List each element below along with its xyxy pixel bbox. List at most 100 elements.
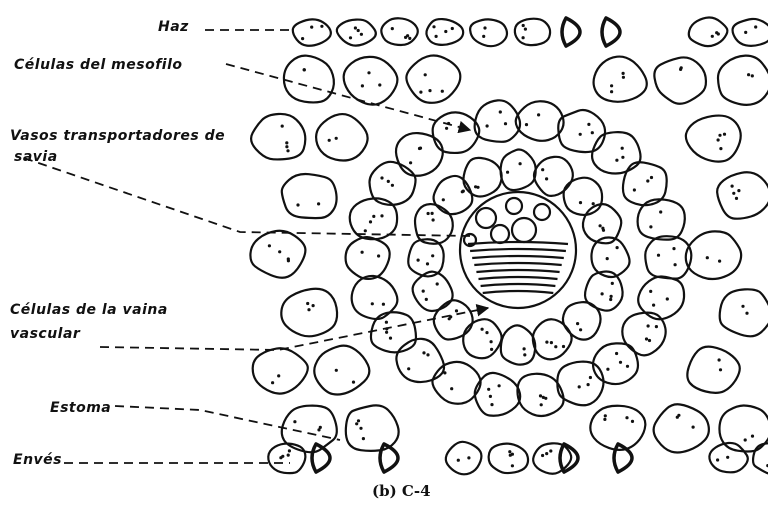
chloroplast-dot	[522, 36, 525, 39]
chloroplast-dot	[320, 25, 323, 28]
chloroplast-dot	[499, 110, 502, 113]
mesophyll-cell	[516, 101, 564, 141]
guard-cell	[312, 444, 330, 472]
chloroplast-dot	[745, 312, 748, 315]
chloroplast-dot	[680, 66, 683, 69]
mesophyll-cell	[654, 404, 709, 452]
chloroplast-dot	[287, 257, 290, 260]
chloroplast-dot	[481, 328, 484, 331]
guard-cell	[562, 18, 580, 46]
chloroplast-dot	[545, 177, 548, 180]
mesophyll-cell	[406, 55, 460, 102]
chloroplast-dot	[296, 203, 299, 206]
label-haz: Haz	[158, 19, 189, 35]
chloroplast-dot	[483, 26, 486, 29]
bundle-sheath-cell	[501, 325, 535, 364]
chloroplast-dot	[377, 254, 380, 257]
mesophyll-cell	[284, 56, 334, 103]
phloem-strand	[472, 256, 564, 258]
chloroplast-dot	[277, 374, 280, 377]
chloroplast-dot	[576, 322, 579, 325]
mesophyll-cell	[396, 339, 444, 382]
chloroplast-dot	[610, 84, 613, 87]
chloroplast-dot	[747, 73, 750, 76]
chloroplast-dot	[427, 212, 430, 215]
label-enves: Envés	[13, 452, 62, 468]
chloroplast-dot	[559, 454, 562, 457]
chloroplast-dot	[592, 202, 595, 205]
mesophyll-cell	[686, 231, 741, 279]
chloroplast-dot	[601, 227, 604, 230]
chloroplast-dot	[367, 71, 370, 74]
bundle-sheath-cell	[533, 319, 572, 359]
chloroplast-dot	[616, 246, 619, 249]
chloroplast-dot	[606, 257, 609, 260]
chloroplast-dot	[603, 418, 606, 421]
chloroplast-dot	[409, 161, 412, 164]
chloroplast-dot	[489, 395, 492, 398]
mesophyll-cell	[282, 174, 337, 218]
chloroplast-dot	[310, 26, 313, 29]
chloroplast-dot	[357, 29, 360, 32]
mesophyll-cell	[282, 406, 337, 453]
chloroplast-dot	[467, 456, 470, 459]
phloem-strand	[474, 263, 561, 265]
chloroplast-dot	[751, 74, 754, 77]
mesophyll-cell	[250, 231, 305, 278]
bundle-sheath-cell	[415, 204, 453, 244]
chloroplast-dot	[487, 388, 490, 391]
chloroplast-dot	[652, 304, 655, 307]
chloroplast-dot	[649, 225, 652, 228]
leader-estoma	[115, 406, 340, 440]
chloroplast-dot	[657, 254, 660, 257]
mesophyll-cell	[475, 373, 520, 416]
bundle-sheath-cell	[413, 272, 453, 311]
chloroplast-dot	[443, 371, 446, 374]
chloroplast-dot	[511, 464, 514, 467]
chloroplast-dot	[751, 435, 754, 438]
label-vasos-line1: Vasos transportadores de	[10, 128, 225, 144]
chloroplast-dot	[432, 25, 435, 28]
chloroplast-dot	[461, 190, 464, 193]
phloem-strand	[468, 242, 568, 244]
chloroplast-dot	[418, 147, 421, 150]
upper-epidermis-cell	[689, 17, 728, 46]
chloroplast-dot	[317, 202, 320, 205]
chloroplast-dot	[674, 263, 677, 266]
chloroplast-dot	[382, 303, 385, 306]
chloroplast-dot	[550, 341, 553, 344]
chloroplast-dot	[622, 72, 625, 75]
guard-cell	[602, 18, 620, 46]
mesophyll-cell	[253, 348, 308, 393]
mesophyll-cell	[433, 112, 480, 153]
chloroplast-dot	[655, 325, 658, 328]
mesophyll-cell	[645, 236, 691, 278]
chloroplast-dot	[666, 297, 669, 300]
upper-epidermis-cell	[470, 19, 507, 46]
chloroplast-dot	[317, 428, 320, 431]
bundle-sheath-cell	[564, 178, 602, 215]
chloroplast-dot	[385, 321, 388, 324]
guard-cell	[560, 444, 578, 472]
mesophyll-cell	[717, 172, 768, 218]
chloroplast-dot	[717, 138, 720, 141]
chloroplast-dot	[417, 259, 420, 262]
chloroplast-dot	[523, 347, 526, 350]
chloroplast-dot	[615, 352, 618, 355]
bundle-sheath-cell	[463, 158, 501, 197]
chloroplast-dot	[357, 419, 360, 422]
chloroplast-dot	[303, 68, 306, 71]
chloroplast-dot	[307, 308, 310, 311]
chloroplast-dot	[541, 168, 544, 171]
mesophyll-cell	[594, 57, 647, 102]
chloroplast-dot	[541, 454, 544, 457]
chloroplast-dot	[391, 184, 394, 187]
chloroplast-dot	[380, 176, 383, 179]
chloroplast-dot	[626, 365, 629, 368]
chloroplast-dot	[425, 298, 428, 301]
chloroplast-dot	[621, 156, 624, 159]
chloroplast-dot	[554, 345, 557, 348]
chloroplast-dot	[448, 317, 451, 320]
label-vaina-line2: vascular	[10, 326, 80, 342]
